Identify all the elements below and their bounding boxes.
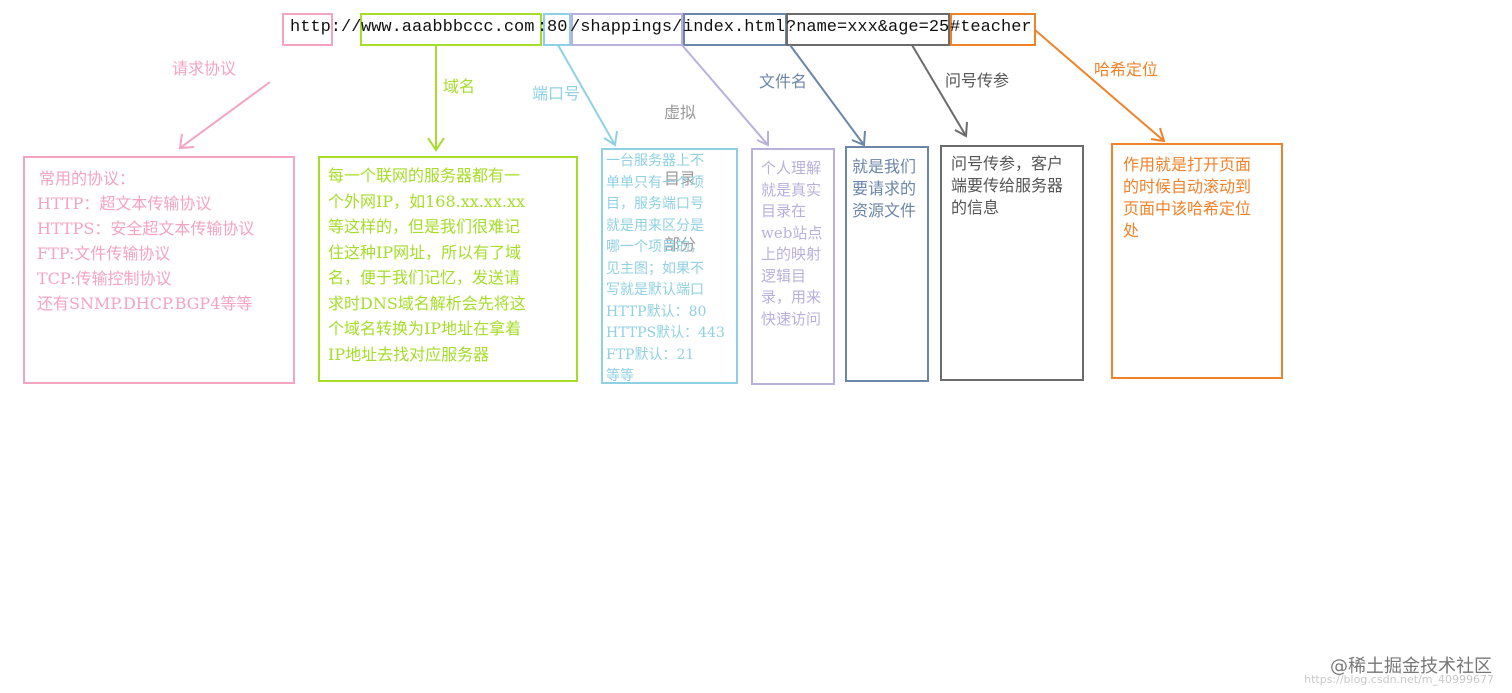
url-hash: #teacher bbox=[950, 18, 1032, 37]
query-box-line: 端要传给服务器 bbox=[951, 176, 1064, 195]
query-box-line: 问号传参，客户 bbox=[951, 154, 1064, 173]
file-label: 文件名 bbox=[759, 72, 808, 91]
domain-box-line: 个域名转换为IP地址在拿着 bbox=[328, 319, 522, 338]
port-box-line: 单单只有一个项 bbox=[606, 174, 704, 191]
domain-box-line: 个外网IP，如168.xx.xx.xx bbox=[328, 191, 526, 211]
protocol-box-line: HTTP：超文本传输协议 bbox=[37, 194, 212, 213]
domain-box-line: 求时DNS域名解析会先将这 bbox=[328, 293, 526, 313]
port-box-line: 目，服务端口号 bbox=[606, 196, 704, 212]
url-port: 80 bbox=[547, 18, 568, 37]
virtual-dir-box-line: 快速访问 bbox=[761, 309, 822, 328]
protocol-box-line: 还有SNMP.DHCP.BGP4等等 bbox=[37, 294, 253, 313]
domain-box: 每一个联网的服务器都有一 个外网IP，如168.xx.xx.xx 等这样的，但是… bbox=[318, 156, 578, 382]
virtual-dir-label: 虚拟 目录 部分 bbox=[664, 58, 696, 278]
virtual-dir-box: 个人理解 就是真实 目录在 web站点 上的映射 逻辑目 录，用来 快速访问 bbox=[751, 148, 835, 385]
protocol-box-line: TCP:传输控制协议 bbox=[37, 269, 172, 288]
protocol-arrow bbox=[178, 81, 271, 150]
watermark: @稀土掘金技术社区 bbox=[1330, 656, 1492, 677]
url-domain: www.aaabbbccc.com bbox=[361, 18, 535, 37]
url-colon: : bbox=[537, 18, 548, 37]
file-arrow bbox=[789, 44, 866, 147]
path-outline bbox=[571, 13, 683, 46]
port-box-line: 哪一个项目的， bbox=[606, 239, 704, 255]
virtual-dir-box-line: web站点 bbox=[761, 223, 823, 242]
hash-box: 作用就是打开页面 的时候自动滚动到 页面中该哈希定位 处 bbox=[1111, 143, 1283, 379]
watermark-url: https://blog.csdn.net/m_40999677 bbox=[1304, 673, 1494, 686]
url-text: http:// www.aaabbbccc.com : 80 /shapping… bbox=[290, 17, 1032, 215]
port-box-line: FTP默认：21 bbox=[606, 346, 695, 363]
domain-arrow bbox=[427, 45, 445, 152]
domain-outline bbox=[360, 13, 542, 46]
url-file: index.html bbox=[683, 18, 786, 37]
virtual-dir-box-line: 就是真实 bbox=[761, 180, 822, 199]
domain-label: 域名 bbox=[443, 77, 476, 96]
url-path: /shappings/ bbox=[570, 18, 683, 37]
hash-box-line: 作用就是打开页面 bbox=[1123, 155, 1252, 174]
query-box: 问号传参，客户 端要传给服务器 的信息 bbox=[940, 145, 1084, 381]
query-label: 问号传参 bbox=[945, 71, 1010, 90]
port-arrow bbox=[557, 44, 618, 147]
file-box-line: 资源文件 bbox=[852, 201, 917, 220]
port-box-line: HTTP默认：80 bbox=[606, 303, 707, 320]
domain-box-line: 住这种IP网址，所以有了域 bbox=[328, 242, 522, 262]
url-query: ?name=xxx&age=25 bbox=[786, 18, 950, 37]
protocol-box: 常用的协议： HTTP：超文本传输协议 HTTPS：安全超文本传输协议 FTP:… bbox=[23, 156, 295, 384]
hash-box-line: 的时候自动滚动到 bbox=[1123, 177, 1252, 196]
port-box: 一台服务器上不 单单只有一个项 目，服务端口号 就是用来区分是 哪一个项目的， … bbox=[601, 148, 738, 384]
query-arrow bbox=[911, 44, 968, 138]
hash-box-line: 处 bbox=[1123, 221, 1140, 240]
hash-label: 哈希定位 bbox=[1094, 60, 1159, 79]
virtual-dir-box-line: 个人理解 bbox=[761, 159, 822, 177]
domain-box-line: 等这样的，但是我们很难记 bbox=[328, 217, 521, 236]
protocol-box-line: 常用的协议： bbox=[39, 169, 136, 188]
url-protocol: http:// bbox=[290, 18, 362, 37]
virtual-dir-label-line: 目录 bbox=[664, 169, 697, 188]
protocol-label: 请求协议 bbox=[172, 59, 237, 78]
domain-box-line: 每一个联网的服务器都有一 bbox=[328, 166, 521, 185]
virtual-dir-box-line: 目录在 bbox=[761, 202, 807, 220]
port-box-line: HTTPS默认：443 bbox=[606, 325, 725, 341]
query-outline bbox=[786, 13, 950, 46]
file-box-line: 就是我们 bbox=[852, 157, 917, 176]
virtual-dir-label-line: 部分 bbox=[664, 235, 697, 254]
query-box-line: 的信息 bbox=[951, 198, 1000, 217]
hash-arrow bbox=[1034, 29, 1166, 143]
virtual-dir-box-line: 逻辑目 bbox=[761, 266, 807, 285]
port-box-line: 一台服务器上不 bbox=[606, 153, 704, 169]
port-box-line: 见主图；如果不 bbox=[606, 260, 704, 277]
virtual-dir-box-line: 上的映射 bbox=[761, 245, 822, 263]
port-label: 端口号 bbox=[532, 84, 581, 103]
file-box-line: 要请求的 bbox=[852, 179, 917, 198]
virtual-dir-box-line: 录，用来 bbox=[761, 288, 822, 306]
domain-box-line: IP地址去找对应服务器 bbox=[328, 344, 490, 364]
domain-box-line: 名，便于我们记忆，发送请 bbox=[328, 268, 521, 287]
hash-outline bbox=[950, 13, 1036, 46]
port-box-line: 就是用来区分是 bbox=[606, 217, 704, 234]
virtual-dir-arrow bbox=[681, 44, 769, 147]
protocol-outline bbox=[282, 13, 333, 46]
protocol-box-line: FTP:文件传输协议 bbox=[37, 244, 171, 263]
port-outline bbox=[543, 13, 571, 46]
virtual-dir-label-line: 虚拟 bbox=[664, 103, 697, 122]
hash-box-line: 页面中该哈希定位 bbox=[1123, 199, 1252, 218]
port-box-line: 写就是默认端口 bbox=[606, 282, 704, 298]
file-box: 就是我们 要请求的 资源文件 bbox=[845, 146, 929, 382]
port-box-line: 等等 bbox=[606, 368, 634, 384]
protocol-box-line: HTTPS：安全超文本传输协议 bbox=[37, 219, 255, 238]
